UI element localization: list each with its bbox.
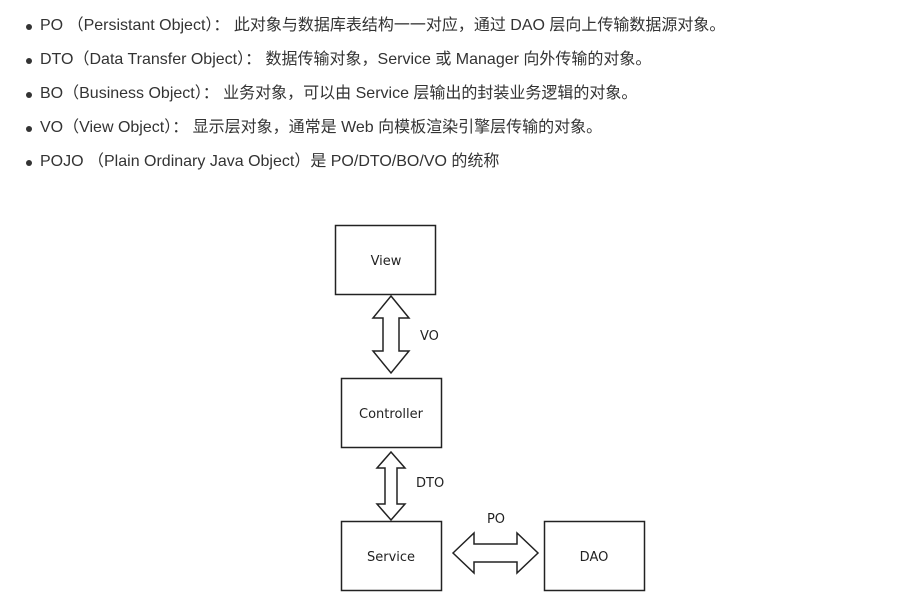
po-arrow — [451, 531, 540, 575]
controller-box-label: Controller — [359, 407, 424, 422]
po-arrow-label: PO — [487, 512, 505, 527]
dto-arrow-label: DTO — [416, 476, 444, 491]
dao-box — [543, 520, 646, 592]
controller-box — [340, 377, 443, 449]
service-box — [340, 520, 443, 592]
service-box-label: Service — [367, 550, 415, 565]
bullet-list: PO （Persistant Object）： 此对象与数据库表结构一一对应，通… — [0, 10, 725, 180]
dao-box-label: DAO — [580, 550, 609, 565]
bullet-dot — [26, 58, 32, 64]
bullet-text: POJO （Plain Ordinary Java Object）是 PO/DT… — [40, 153, 500, 170]
bullet-item-bo: BO（Business Object）： 业务对象，可以由 Service 层输… — [0, 78, 725, 112]
bullet-dot — [26, 24, 32, 30]
dto-arrow — [375, 450, 407, 522]
bullet-item-vo: VO（View Object）： 显示层对象，通常是 Web 向模板渲染引擎层传… — [0, 112, 725, 146]
bullet-dot — [26, 126, 32, 132]
vo-arrow-label: VO — [420, 329, 439, 344]
bullet-text: PO （Persistant Object）： 此对象与数据库表结构一一对应，通… — [40, 17, 726, 34]
view-box — [334, 224, 437, 296]
bullet-dot — [26, 92, 32, 98]
vo-arrow — [371, 294, 411, 375]
bullet-text: BO（Business Object）： 业务对象，可以由 Service 层输… — [40, 85, 638, 102]
bullet-item-dto: DTO（Data Transfer Object）： 数据传输对象，Servic… — [0, 44, 725, 78]
bullet-item-po: PO （Persistant Object）： 此对象与数据库表结构一一对应，通… — [0, 10, 725, 44]
bullet-dot — [26, 160, 32, 166]
bullet-text: DTO（Data Transfer Object）： 数据传输对象，Servic… — [40, 51, 652, 68]
bullet-item-pojo: POJO （Plain Ordinary Java Object）是 PO/DT… — [0, 146, 725, 180]
view-box-label: View — [371, 254, 402, 269]
bullet-text: VO（View Object）： 显示层对象，通常是 Web 向模板渲染引擎层传… — [40, 119, 603, 136]
